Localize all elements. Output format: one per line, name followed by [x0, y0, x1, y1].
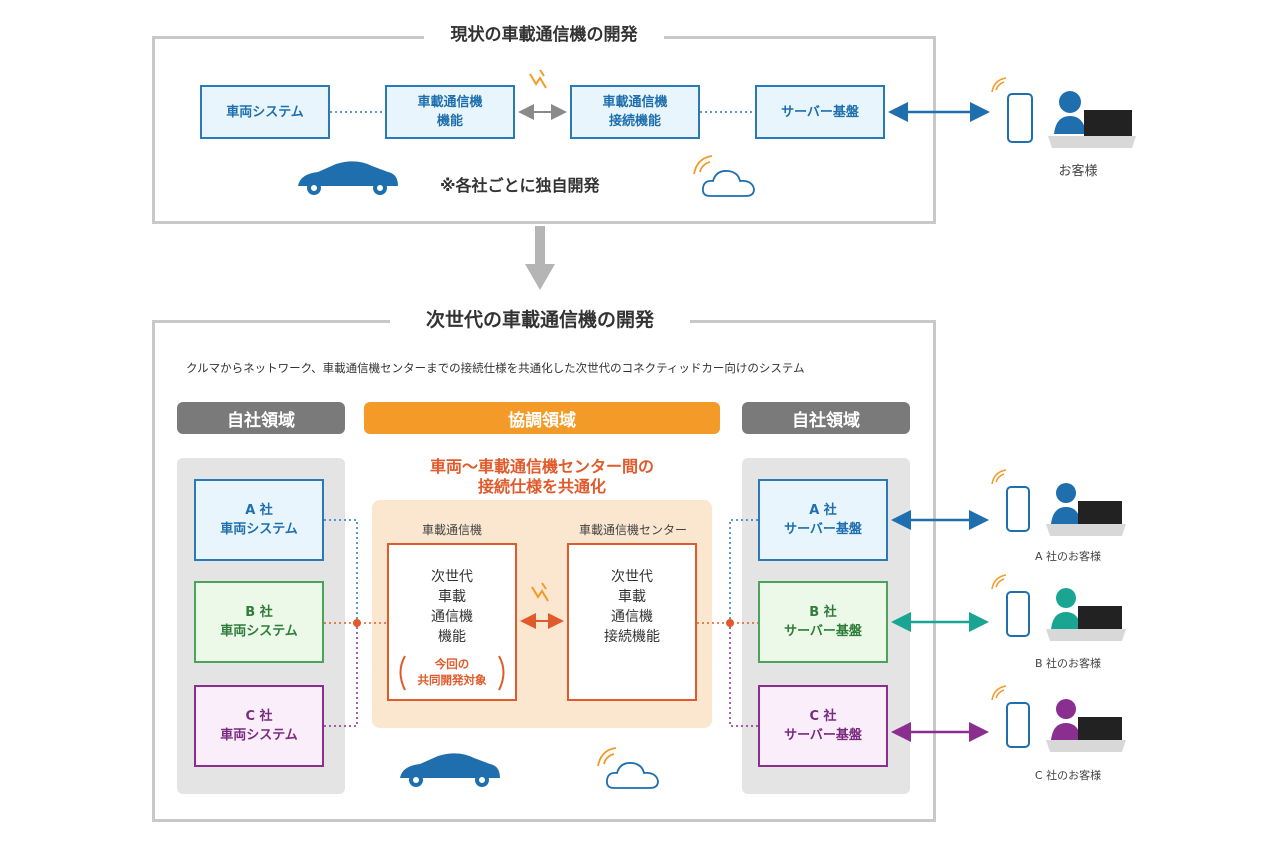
joint-development-bracket: [399, 655, 505, 691]
vehicle-company-c: C 社: [245, 709, 273, 724]
next-center-line2: 車載: [618, 589, 646, 605]
vehicle-label-a: 車両システム: [220, 522, 298, 537]
current-note: ※各社ごとに独自開発: [440, 176, 600, 195]
headline-line1: 車両〜車載通信機センター間の: [429, 457, 654, 476]
current-server-box: サーバー基盤: [755, 85, 885, 139]
joint-development-line2: 共同開発対象: [417, 673, 487, 687]
region-cooperative: 協調領域: [364, 402, 720, 434]
current-device-connect-line2: 接続機能: [608, 114, 661, 129]
monitor-icon: [1046, 606, 1126, 641]
vehicle-label-b: 車両システム: [220, 624, 298, 639]
signal-icon: [991, 77, 1007, 93]
region-own-left: 自社領域: [177, 402, 345, 434]
server-label-c: サーバー基盤: [784, 728, 862, 743]
current-vehicle-system-label: 車両システム: [226, 104, 304, 120]
vehicle-box-b: B 社 車両システム: [194, 581, 324, 663]
signal-icon: [991, 469, 1007, 485]
signal-icon: [693, 155, 713, 175]
next-title: 次世代の車載通信機の開発: [390, 305, 690, 335]
transition-down-arrow: [525, 226, 555, 290]
device-area-label: 車載通信機: [421, 523, 482, 537]
server-label-b: サーバー基盤: [784, 624, 862, 639]
cloud-icon: [701, 170, 755, 197]
server-box-a: A 社 サーバー基盤: [758, 479, 888, 561]
next-device-line3: 通信機: [431, 609, 473, 625]
smartphone-icon: [1007, 93, 1033, 143]
person-icon: [1051, 483, 1081, 524]
customer-label-c: C 社のお客様: [1034, 769, 1102, 782]
vehicle-company-b: B 社: [245, 605, 273, 620]
cloud-icon: [605, 762, 659, 789]
region-own-right: 自社領域: [742, 402, 910, 434]
customer-label-a: A 社のお客様: [1034, 550, 1102, 563]
smartphone-icon: [1006, 486, 1030, 532]
headline-line2: 接続仕様を共通化: [477, 477, 606, 496]
current-vehicle-system-box: 車両システム: [200, 85, 330, 139]
current-device-function-line1: 車載通信機: [417, 95, 483, 110]
next-device-line4: 機能: [438, 629, 466, 645]
next-description: クルマからネットワーク、車載通信機センターまでの接続仕様を共通化した次世代のコネ…: [186, 361, 805, 375]
car-icon: [298, 161, 398, 195]
server-company-a: A 社: [809, 503, 837, 518]
vehicle-company-a: A 社: [245, 503, 273, 518]
server-company-b: B 社: [809, 605, 837, 620]
person-icon: [1054, 91, 1086, 134]
smartphone-icon: [1006, 591, 1030, 637]
merge-node-right: [726, 619, 734, 627]
next-center-function-box: 次世代 車載 通信機 接続機能: [567, 543, 697, 701]
next-center-line1: 次世代: [611, 569, 653, 585]
joint-development-line1: 今回の: [434, 657, 470, 671]
signal-icon: [991, 685, 1007, 701]
next-device-line1: 次世代: [431, 569, 473, 585]
server-box-c: C 社 サーバー基盤: [758, 685, 888, 767]
person-icon: [1051, 588, 1081, 629]
current-device-function-line2: 機能: [436, 114, 463, 129]
signal-icon: [991, 574, 1007, 590]
lightning-icon: [531, 582, 549, 602]
merge-node-left: [353, 619, 361, 627]
car-icon: [400, 753, 500, 787]
monitor-icon: [1046, 501, 1126, 536]
current-device-connect-box: 車載通信機 接続機能: [570, 85, 700, 139]
monitor-icon: [1048, 110, 1136, 148]
server-label-a: サーバー基盤: [784, 522, 862, 537]
vehicle-box-c: C 社 車両システム: [194, 685, 324, 767]
current-device-function-box: 車載通信機 機能: [385, 85, 515, 139]
server-box-b: B 社 サーバー基盤: [758, 581, 888, 663]
current-server-label: サーバー基盤: [781, 104, 859, 120]
next-center-line4: 接続機能: [604, 629, 660, 645]
current-title: 現状の車載通信機の開発: [424, 22, 664, 48]
next-device-function-box: 次世代 車載 通信機 機能: [387, 543, 517, 701]
server-company-c: C 社: [809, 709, 837, 724]
customer-label-b: B 社のお客様: [1034, 657, 1102, 670]
next-device-line2: 車載: [438, 589, 466, 605]
person-icon: [1051, 699, 1081, 740]
vehicle-label-c: 車両システム: [220, 728, 298, 743]
current-customer-label: お客様: [1058, 164, 1098, 179]
vehicle-box-a: A 社 車両システム: [194, 479, 324, 561]
next-center-line3: 通信機: [611, 609, 653, 625]
center-area-label: 車載通信機センター: [578, 523, 687, 537]
current-device-connect-line1: 車載通信機: [602, 95, 668, 110]
signal-icon: [597, 747, 617, 767]
smartphone-icon: [1006, 702, 1030, 748]
lightning-icon: [529, 69, 547, 89]
monitor-icon: [1046, 717, 1126, 752]
